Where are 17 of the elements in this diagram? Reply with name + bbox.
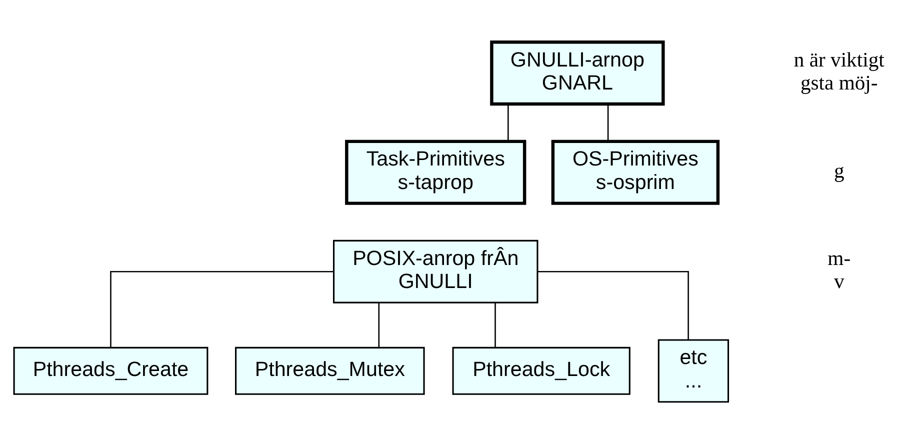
label: g — [834, 160, 844, 182]
node-box: Pthreads_Lock — [452, 346, 630, 394]
node-box: POSIX-anrop frÂn GNULLI — [333, 239, 538, 303]
node-box: Pthreads_Mutex — [235, 346, 425, 394]
connector — [378, 302, 380, 347]
connector — [538, 270, 689, 339]
node-box: GNULLI-arnop GNARL — [490, 40, 665, 106]
connector — [508, 104, 509, 141]
label: n är viktigt gsta möj- — [794, 48, 884, 94]
connector — [607, 104, 609, 141]
node-box: etc ... — [658, 338, 730, 402]
connector — [110, 270, 334, 347]
connector — [494, 302, 496, 347]
label: m- v — [828, 247, 851, 293]
node-box: OS-Primitives s-osprim — [551, 139, 720, 204]
node-box: Pthreads_Create — [13, 346, 208, 394]
node-box: Task-Primitives s-taprop — [345, 139, 526, 204]
